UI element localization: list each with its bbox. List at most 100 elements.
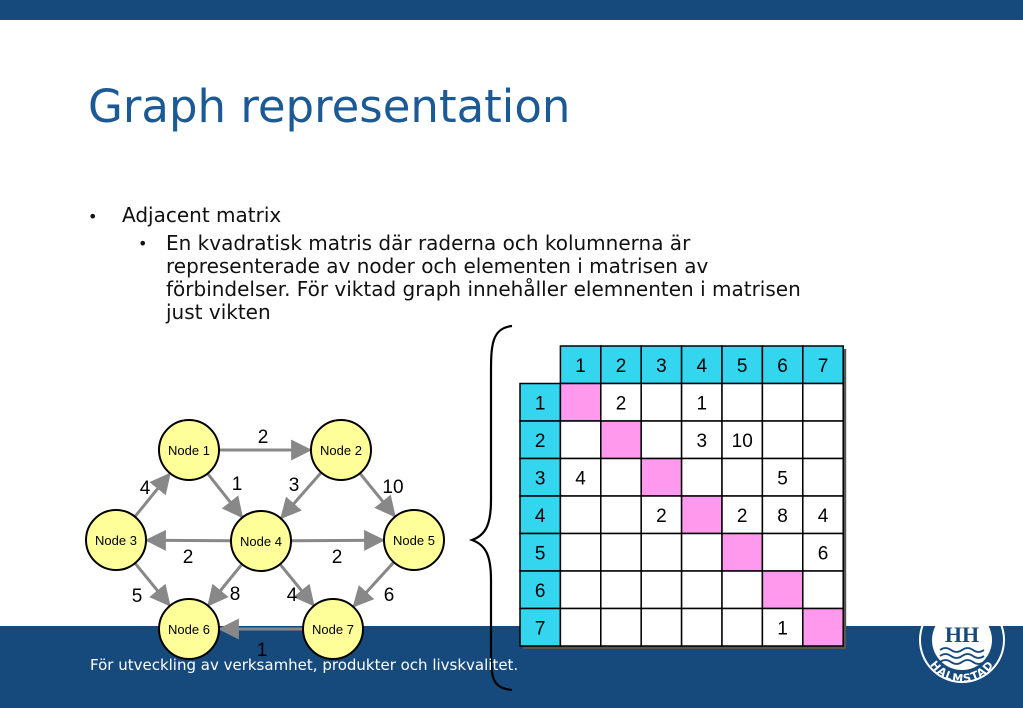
matrix-cell: [640, 382, 683, 422]
matrix-cell: [600, 570, 642, 610]
matrix-cell: [680, 382, 723, 422]
matrix-cell: [680, 532, 723, 572]
bullet-dot: •: [138, 234, 148, 253]
logo-ring: [919, 597, 1005, 683]
matrix-header-label: 4: [535, 506, 546, 527]
node-label: Node 1: [168, 443, 210, 458]
edge-weight: 5: [132, 586, 143, 607]
graph-node: [230, 510, 292, 572]
matrix-cell: [761, 382, 804, 422]
matrix-col-header: [761, 345, 804, 385]
node-label: Node 2: [320, 443, 362, 458]
matrix-cell: [761, 457, 804, 497]
matrix-cell: [640, 570, 683, 610]
matrix-weight: 1: [697, 393, 708, 414]
matrix-col-header: [640, 345, 683, 385]
bullet-adjacent-matrix: •Adjacent matrix: [88, 203, 281, 227]
matrix-cell: [680, 420, 723, 460]
matrix-cell: [640, 607, 683, 647]
matrix-weight: 4: [818, 506, 829, 527]
matrix-header-label: 7: [535, 618, 546, 639]
edge-weight: 2: [183, 547, 194, 568]
matrix-cell: [680, 570, 723, 610]
matrix-header-label: 3: [656, 356, 667, 377]
graph-node: [383, 509, 445, 571]
matrix-cell: [559, 607, 602, 647]
edge-weight: 3: [289, 475, 300, 496]
matrix-cell: [680, 607, 723, 647]
matrix-cell: [721, 570, 764, 610]
node-label: Node 7: [312, 622, 354, 637]
matrix-header-label: 2: [535, 431, 546, 452]
matrix-cell: [721, 420, 764, 460]
slide-title: Graph representation: [88, 80, 571, 133]
top-bar: [0, 0, 1023, 20]
matrix-weight: 2: [656, 506, 667, 527]
matrix-cell: [802, 420, 844, 460]
matrix-weight: 8: [777, 506, 788, 527]
matrix-cell: [559, 570, 602, 610]
edge-arrow: [358, 472, 396, 518]
matrix-cell: [640, 420, 683, 460]
edge-weight: 4: [140, 478, 151, 499]
matrix-weight: 3: [697, 431, 708, 452]
matrix-cell: [559, 532, 602, 572]
matrix-weight: 5: [777, 468, 788, 489]
edge-arrow: [133, 472, 171, 518]
matrix-cell: [559, 495, 602, 535]
matrix-header-label: 1: [535, 393, 546, 414]
matrix-header-label: 6: [535, 581, 546, 602]
curly-brace: [468, 324, 513, 692]
matrix-row-header: [519, 570, 562, 610]
bullet-text: En kvadratisk matris där raderna och kol…: [166, 231, 801, 324]
matrix-diagonal-cell: [761, 570, 804, 610]
matrix-cell: [802, 570, 844, 610]
matrix-weight: 6: [818, 543, 829, 564]
edge-weight: 10: [382, 477, 403, 498]
node-label: Node 4: [240, 534, 282, 549]
matrix-cell: [640, 532, 683, 572]
matrix-cell: [802, 457, 844, 497]
matrix-diagonal-cell: [802, 607, 844, 647]
matrix-diagonal-cell: [640, 457, 683, 497]
matrix-diagonal-cell: [600, 420, 642, 460]
graph-node: [85, 509, 147, 571]
edge-arrow: [206, 472, 244, 519]
edge-arrow: [290, 529, 386, 551]
matrix-header-label: 4: [697, 356, 708, 377]
edge-weight: 4: [287, 585, 298, 606]
matrix-weight: 10: [732, 431, 753, 452]
edge-weight: 1: [257, 640, 268, 661]
matrix-cell: [600, 495, 642, 535]
matrix-weight: 1: [777, 618, 788, 639]
edge-arrow: [280, 471, 323, 520]
matrix-cell: [640, 495, 683, 535]
matrix-row-header: [519, 382, 562, 422]
matrix-cell: [559, 420, 602, 460]
edge-weight: 2: [332, 547, 343, 568]
logo-mark: HH: [945, 622, 979, 647]
edge-arrow: [352, 561, 395, 608]
matrix-weight: 4: [575, 468, 586, 489]
bullet-description: • En kvadratisk matris där raderna och k…: [138, 232, 828, 324]
matrix-col-header: [600, 345, 642, 385]
matrix-cell: [802, 382, 844, 422]
matrix-header-label: 7: [818, 356, 829, 377]
edge-weight: 2: [258, 427, 269, 448]
matrix-cell: [600, 457, 642, 497]
matrix-col-header: [680, 345, 723, 385]
matrix-header-label: 5: [535, 543, 546, 564]
matrix-row-header: [519, 457, 562, 497]
matrix-weight: 2: [737, 506, 748, 527]
matrix-diagonal-cell: [680, 495, 723, 535]
node-label: Node 5: [393, 533, 435, 548]
node-label: Node 3: [95, 533, 137, 548]
matrix-cell: [600, 532, 642, 572]
edge-arrow: [207, 563, 244, 607]
logo-wave: [939, 659, 985, 665]
matrix-cell: [802, 495, 844, 535]
edge-weight: 8: [230, 584, 241, 605]
edge-arrow: [133, 562, 171, 607]
matrix-cell: [721, 607, 764, 647]
edge-weight: 6: [384, 585, 395, 606]
